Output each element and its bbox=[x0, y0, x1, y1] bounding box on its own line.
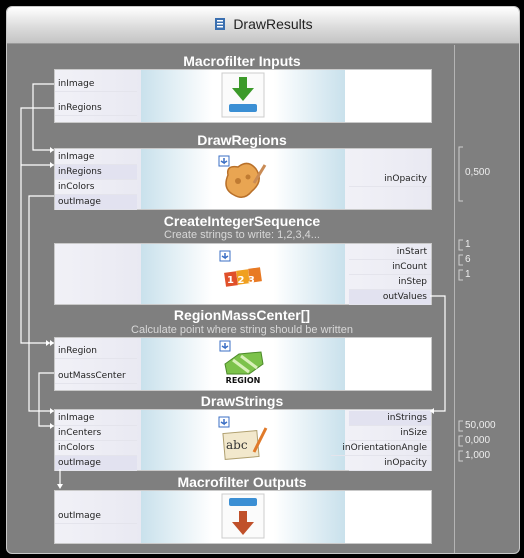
block-subtitle-sequence: Create strings to write: 1,2,3,4... bbox=[164, 229, 320, 241]
port-inStep[interactable]: inStep bbox=[349, 275, 431, 290]
block-title-drawregions: DrawRegions bbox=[197, 132, 287, 148]
createintegersequence-block[interactable]: inStart inCount inStep outValues 1 2 3 bbox=[54, 243, 432, 305]
output-arrow-icon bbox=[221, 493, 265, 543]
port-inStrings[interactable]: inStrings bbox=[349, 411, 431, 426]
port-inRegions[interactable]: inRegions bbox=[55, 101, 137, 116]
drawregions-block[interactable]: inImage inRegions inColors outImage inOp… bbox=[54, 148, 432, 210]
integer-sequence-icon: 1 2 3 bbox=[219, 250, 267, 302]
draw-strings-icon: abc bbox=[218, 416, 268, 468]
port-inStart[interactable]: inStart bbox=[349, 245, 431, 260]
param-seq-count[interactable]: 6 bbox=[465, 254, 471, 265]
block-title-inputs: Macrofilter Inputs bbox=[183, 53, 301, 69]
drawstrings-block[interactable]: inImage inCenters inColors outImage inSt… bbox=[54, 409, 432, 471]
port-inRegion[interactable]: inRegion bbox=[55, 344, 137, 359]
parameter-divider bbox=[454, 45, 455, 553]
port-inImage[interactable]: inImage bbox=[55, 77, 137, 92]
port-outImage[interactable]: outImage bbox=[55, 456, 137, 471]
region-icon: REGION bbox=[219, 340, 267, 392]
macrofilter-icon bbox=[213, 17, 227, 34]
port-inRegions[interactable]: inRegions bbox=[55, 165, 137, 180]
port-outValues[interactable]: outValues bbox=[349, 290, 431, 305]
macrofilter-outputs-block[interactable]: outImage bbox=[54, 490, 432, 544]
macrofilter-window: DrawResults Macrofilter Inputs inImage i… bbox=[6, 6, 520, 554]
block-title-sequence: CreateIntegerSequence bbox=[163, 213, 321, 229]
input-arrow-icon bbox=[221, 72, 265, 122]
parameter-brackets bbox=[458, 146, 463, 462]
port-inColors[interactable]: inColors bbox=[55, 441, 137, 456]
param-ds-opacity[interactable]: 1,000 bbox=[465, 450, 491, 461]
block-subtitle-masscenter: Calculate point where string should be w… bbox=[131, 324, 353, 336]
port-inCount[interactable]: inCount bbox=[349, 260, 431, 275]
window-titlebar: DrawResults bbox=[7, 7, 519, 44]
draw-regions-icon bbox=[218, 155, 268, 207]
param-ds-size[interactable]: 50,000 bbox=[465, 420, 496, 431]
regionmasscenter-block[interactable]: inRegion outMassCenter REGION bbox=[54, 337, 432, 391]
param-seq-step[interactable]: 1 bbox=[465, 269, 471, 280]
block-title-outputs: Macrofilter Outputs bbox=[177, 474, 307, 490]
port-outMassCenter[interactable]: outMassCenter bbox=[55, 369, 137, 384]
param-ds-orientation[interactable]: 0,000 bbox=[465, 435, 491, 446]
param-drawregions-opacity[interactable]: 0,500 bbox=[465, 167, 491, 178]
window-title: DrawResults bbox=[233, 16, 313, 32]
port-outImage[interactable]: outImage bbox=[55, 509, 137, 524]
port-inColors[interactable]: inColors bbox=[55, 180, 137, 195]
port-inImage[interactable]: inImage bbox=[55, 411, 137, 426]
port-inOpacity[interactable]: inOpacity bbox=[349, 456, 431, 471]
port-outImage[interactable]: outImage bbox=[55, 195, 137, 210]
port-inSize[interactable]: inSize bbox=[349, 426, 431, 441]
connection-wires bbox=[20, 83, 446, 489]
port-inOpacity[interactable]: inOpacity bbox=[349, 172, 431, 187]
draw-strings-icon-text: abc bbox=[226, 438, 248, 452]
port-inOrientationAngle[interactable]: inOrientationAngle bbox=[331, 441, 431, 456]
port-inImage[interactable]: inImage bbox=[55, 150, 137, 165]
block-title-masscenter: RegionMassCenter[] bbox=[173, 307, 311, 323]
macrofilter-inputs-block[interactable]: inImage inRegions bbox=[54, 69, 432, 123]
region-icon-label: REGION bbox=[225, 376, 261, 385]
port-inCenters[interactable]: inCenters bbox=[55, 426, 137, 441]
block-title-drawstrings: DrawStrings bbox=[200, 393, 284, 409]
param-seq-start[interactable]: 1 bbox=[465, 239, 471, 250]
svg-text:1 2 3: 1 2 3 bbox=[227, 275, 255, 286]
